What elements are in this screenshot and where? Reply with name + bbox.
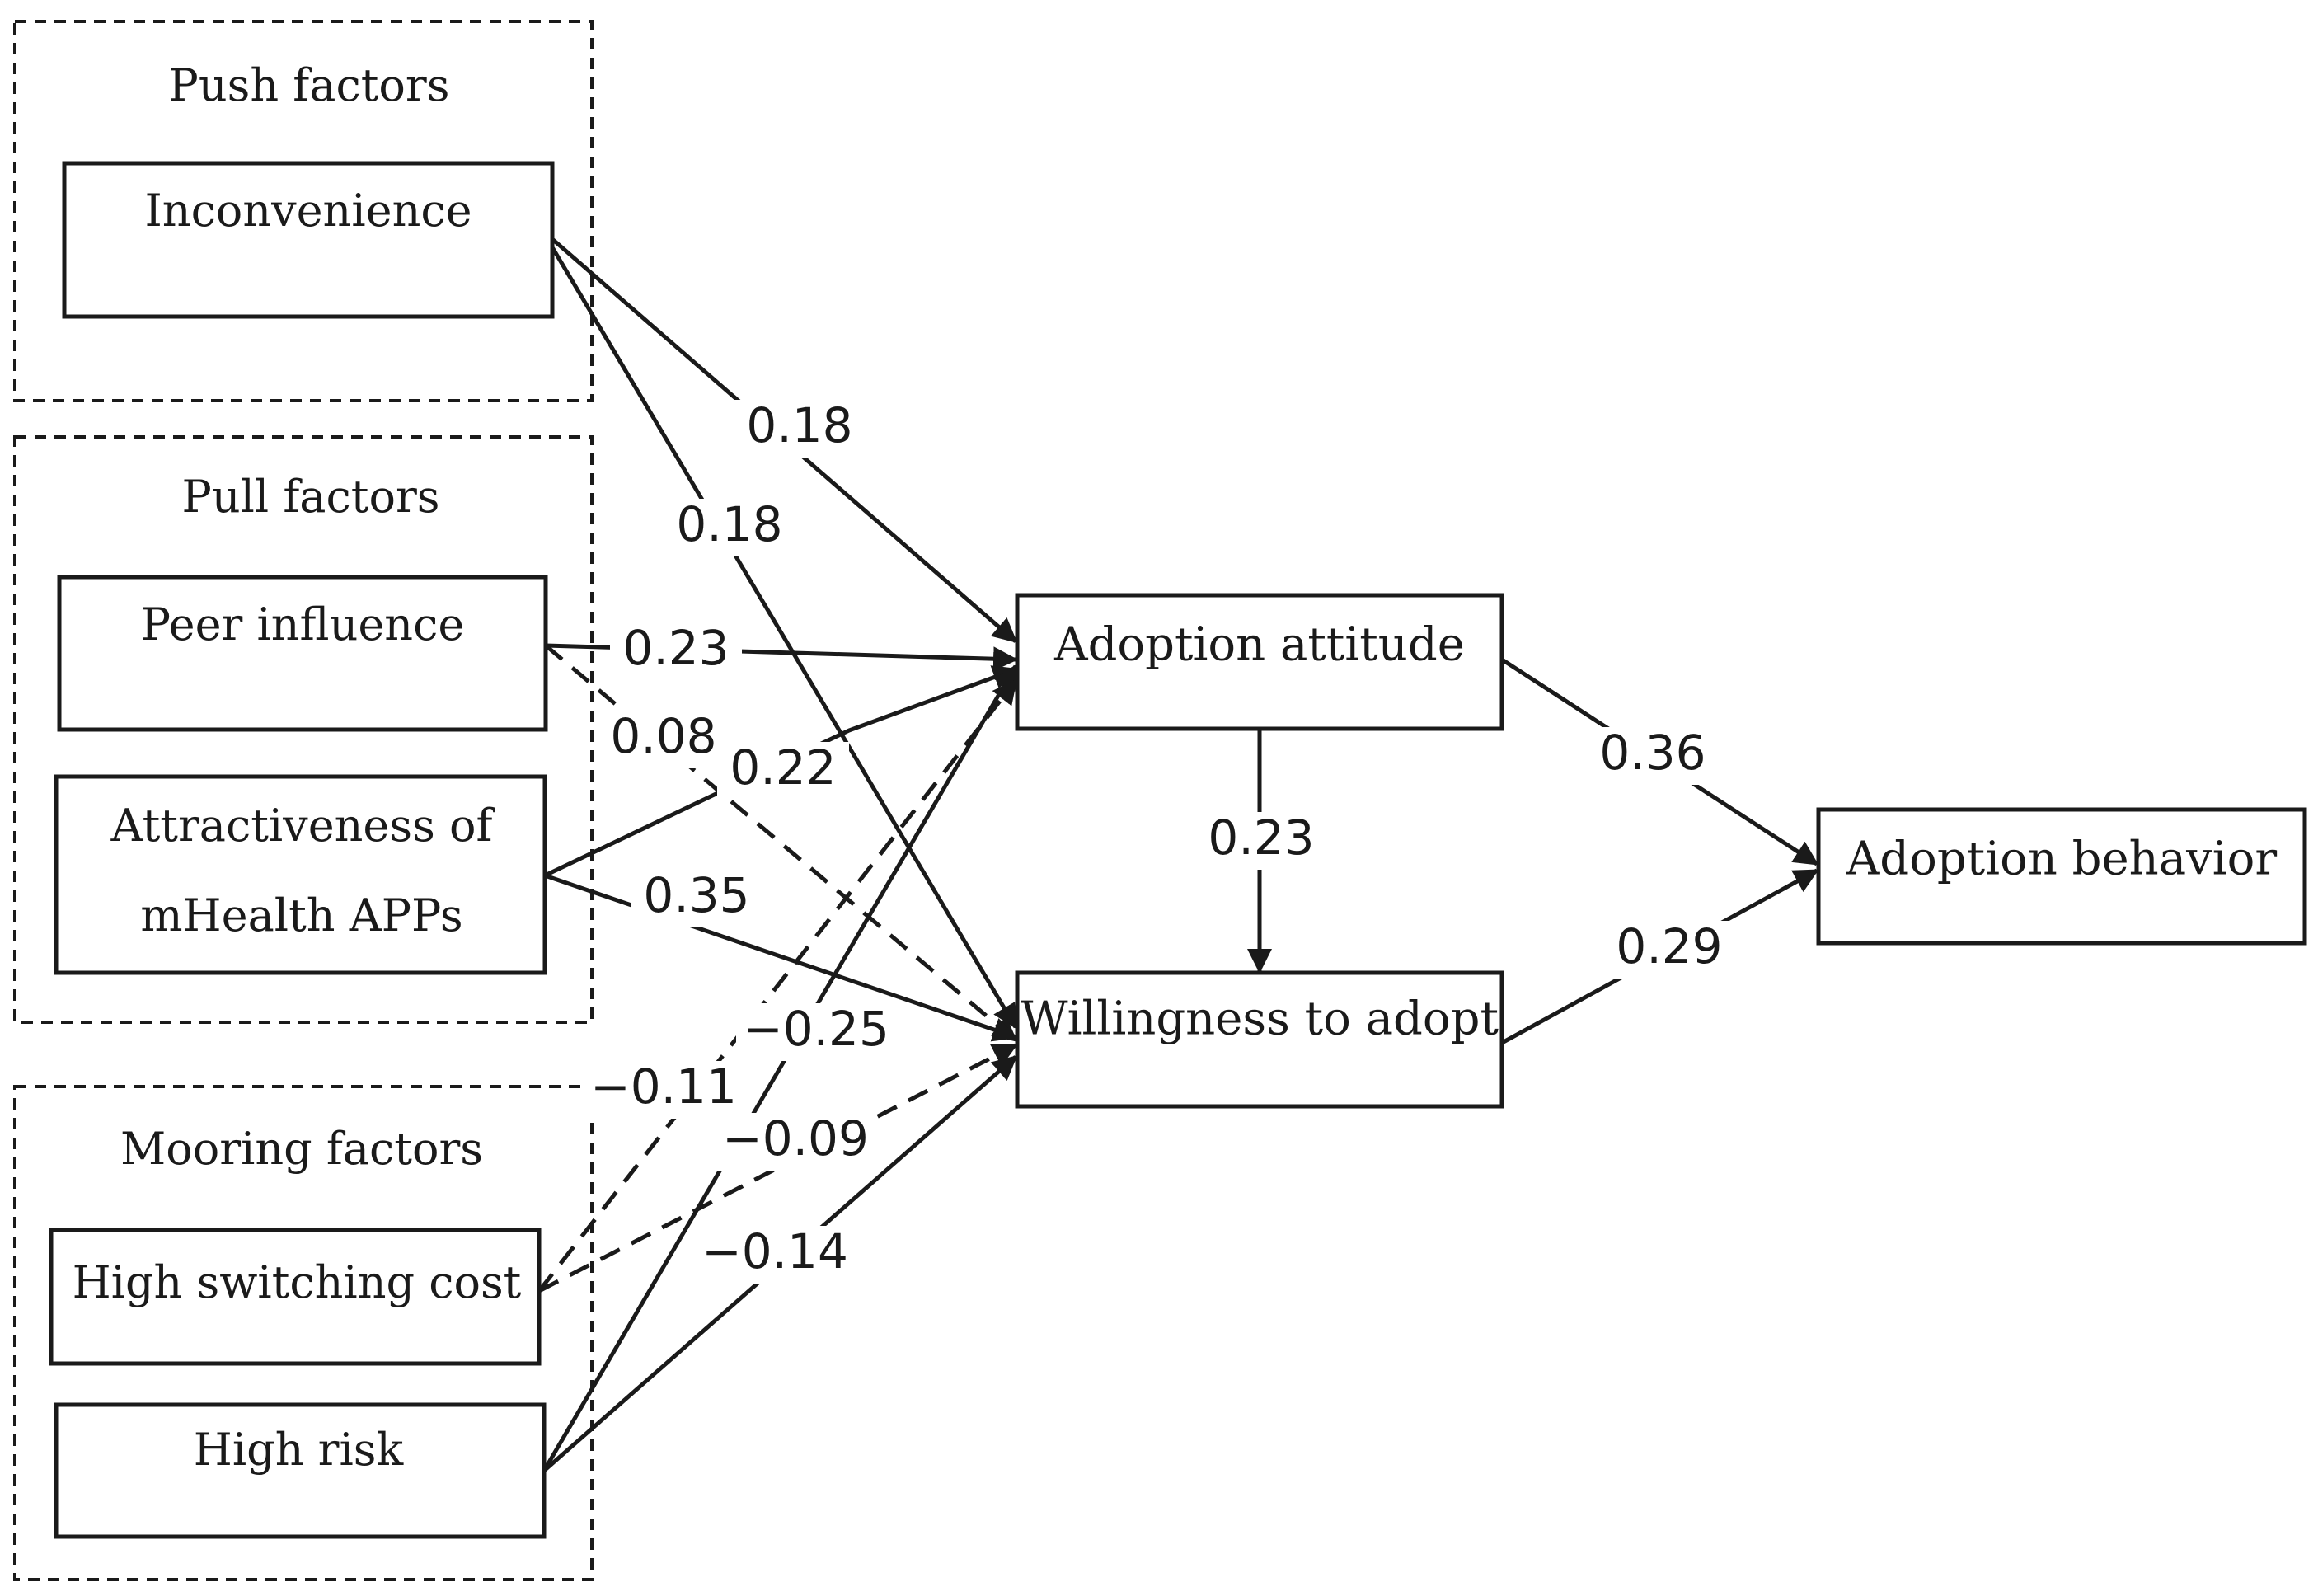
adoption-attitude-label: Adoption attitude — [1053, 618, 1465, 672]
attractiveness-label-line2: mHealth APPs — [140, 890, 462, 941]
attractiveness-label-line1: Attractiveness of — [110, 800, 496, 852]
coefficient-label-background — [717, 742, 849, 800]
adoption-behavior-node — [1816, 807, 2307, 946]
coefficient-adoption-attitude-to-willingness: 0.23 — [1208, 810, 1314, 866]
inconvenience-label: Inconvenience — [144, 185, 472, 237]
adoption-attitude-node — [1015, 593, 1504, 731]
coefficient-switching-cost-to-adoption-attitude: −0.11 — [590, 1059, 737, 1115]
coefficient-peer-influence-to-willingness: 0.08 — [610, 708, 716, 764]
high-risk-node — [54, 1402, 547, 1539]
inconvenience-node — [62, 161, 555, 319]
path-high-risk-to-adoption-attitude — [542, 664, 1018, 1472]
coefficient-peer-influence-to-adoption-attitude: 0.23 — [622, 620, 729, 676]
coefficient-attractiveness-to-willingness: 0.35 — [643, 867, 749, 923]
adoption-behavior-label: Adoption behavior — [1846, 833, 2278, 886]
peer-influence-node — [57, 575, 548, 732]
coefficient-high-risk-to-willingness: −0.14 — [702, 1223, 848, 1279]
coefficient-label-background — [610, 622, 742, 680]
pull-factors-title: Pull factors — [182, 471, 440, 523]
path-edges — [537, 237, 1819, 1472]
path-switching-cost-to-willingness — [537, 1043, 1018, 1293]
coefficient-label-background — [695, 1226, 855, 1284]
push-factors-group — [13, 20, 594, 402]
coefficient-label-background — [736, 1003, 896, 1061]
coefficient-label-background — [664, 499, 795, 556]
coefficient-attractiveness-to-adoption-attitude: 0.22 — [730, 739, 836, 796]
coefficient-label-background — [598, 711, 730, 768]
pull-factors-group — [13, 435, 594, 1024]
coefficient-label-background — [1603, 921, 1735, 979]
path-attractiveness-to-adoption-attitude — [543, 665, 1018, 878]
coefficient-inconvenience-to-adoption-attitude: 0.18 — [746, 397, 852, 453]
mooring-factors-group — [13, 1085, 594, 1581]
coefficient-high-risk-to-adoption-attitude: −0.25 — [743, 1001, 889, 1057]
coefficient-label-background — [584, 1061, 744, 1119]
willingness-to-adopt-node — [1015, 970, 1504, 1109]
path-switching-cost-to-adoption-attitude — [537, 678, 1017, 1293]
coefficient-labels: 0.18 0.18 0.23 0.080.22 0.35 −0.25−0.11−0.09 −… — [584, 397, 1735, 1284]
willingness-to-adopt-label: Willingness to adopt — [1021, 993, 1499, 1046]
high-risk-label: High risk — [194, 1424, 405, 1476]
coefficient-label-background — [631, 870, 762, 927]
coefficient-label-background — [716, 1113, 875, 1171]
high-switching-cost-label: High switching cost — [73, 1256, 522, 1308]
path-inconvenience-to-willingness — [550, 246, 1018, 1030]
coefficient-willingness-to-adoption-behavior: 0.29 — [1616, 918, 1722, 974]
coefficient-switching-cost-to-willingness: −0.09 — [722, 1110, 869, 1166]
path-attractiveness-to-willingness — [544, 873, 1018, 1042]
mooring-factors-title: Mooring factors — [120, 1123, 483, 1175]
push-factors-title: Push factors — [169, 59, 450, 111]
coefficient-label-background — [1587, 727, 1719, 785]
peer-influence-label: Peer influence — [141, 598, 465, 650]
coefficient-label-background — [1195, 812, 1327, 870]
high-switching-cost-node — [49, 1228, 542, 1366]
coefficient-label-background — [734, 400, 866, 458]
coefficient-inconvenience-to-willingness: 0.18 — [676, 496, 782, 552]
attractiveness-node — [54, 774, 547, 975]
coefficient-adoption-attitude-to-adoption-behavior: 0.36 — [1599, 725, 1706, 781]
